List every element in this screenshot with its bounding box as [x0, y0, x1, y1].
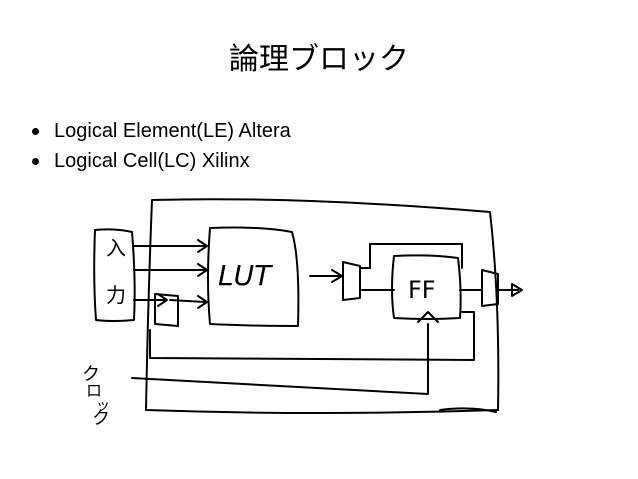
ff-input-mux [342, 261, 361, 301]
ff-box [391, 254, 462, 320]
bullet-text: Logical Cell(LC) Xilinx [54, 150, 250, 172]
slide-title: 論理ブロック [229, 42, 409, 77]
input-box [93, 228, 136, 322]
clock-label-2: ロ [86, 381, 102, 400]
clock-line [131, 323, 429, 395]
bullet-list: Logical Element(LE) Altera Logical Cell(… [30, 116, 291, 176]
clock-label-4: ク [92, 408, 110, 429]
lut-label: LUT [218, 259, 273, 292]
clock-label-3: ッ [96, 398, 110, 414]
ff-clock-input-icon [417, 311, 439, 323]
bullet-dot-icon [32, 127, 39, 135]
input-label-bottom: 力 [106, 283, 126, 307]
ff-label: FF [408, 276, 436, 304]
output-mux [481, 269, 499, 307]
output-arrow [497, 283, 523, 297]
outer-block-outline [145, 198, 500, 414]
input-mux [154, 293, 179, 327]
lut-box [207, 226, 300, 327]
input-arrow-1 [133, 239, 208, 253]
bullet-dot-icon [32, 157, 39, 165]
bypass-path [359, 243, 463, 269]
input-arrow-3 [133, 293, 168, 307]
input-arrow-2 [133, 263, 208, 277]
lut-output-arrow [309, 269, 343, 283]
feedback-loop [149, 311, 475, 361]
clock-label-1: ク [82, 364, 100, 385]
clock-tail [439, 407, 497, 413]
input-label-top: 入 [106, 236, 126, 260]
bullet-item: Logical Element(LE) Altera [30, 116, 291, 146]
bullet-item: Logical Cell(LC) Xilinx [30, 146, 291, 176]
input-arrow-4 [169, 295, 208, 309]
bullet-text: Logical Element(LE) Altera [54, 120, 291, 142]
